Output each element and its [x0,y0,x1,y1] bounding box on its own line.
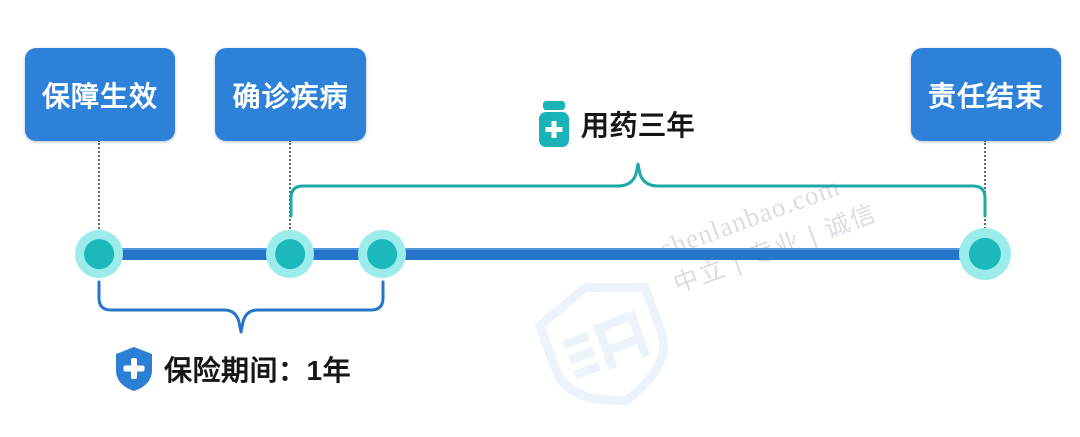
connector-disease-diagnosed [289,140,291,240]
shield-plus-icon [113,345,155,393]
milestone-box-label: 责任结束 [927,80,1044,112]
upper-bracket-brace [289,162,987,218]
lower-bracket-label: 保险期间：1年 [164,355,352,386]
connector-coverage-start [98,140,100,240]
milestone-box-label: 确诊疾病 [232,80,349,112]
upper-bracket-caption: 用药三年 [536,100,695,148]
timeline-dot-liability-end[interactable] [959,228,1011,280]
milestone-box-disease-diagnosed[interactable]: 确诊疾病 [215,48,366,141]
milestone-box-liability-end[interactable]: 责任结束 [911,48,1061,141]
connector-liability-end [984,140,986,240]
lower-bracket-caption: 保险期间：1年 [113,345,351,393]
milestone-box-label: 保障生效 [41,80,158,112]
lower-bracket-brace [97,280,385,334]
medicine-bottle-icon [536,100,572,148]
timeline-dot-disease-diagnosed[interactable] [266,230,314,278]
watermark-logo [521,259,690,428]
timeline-dot-policy-end[interactable] [358,230,406,278]
milestone-box-coverage-start[interactable]: 保障生效 [25,48,175,141]
timeline-axis [95,248,985,260]
timeline-dot-coverage-start[interactable] [75,230,123,278]
upper-bracket-label: 用药三年 [581,110,696,141]
